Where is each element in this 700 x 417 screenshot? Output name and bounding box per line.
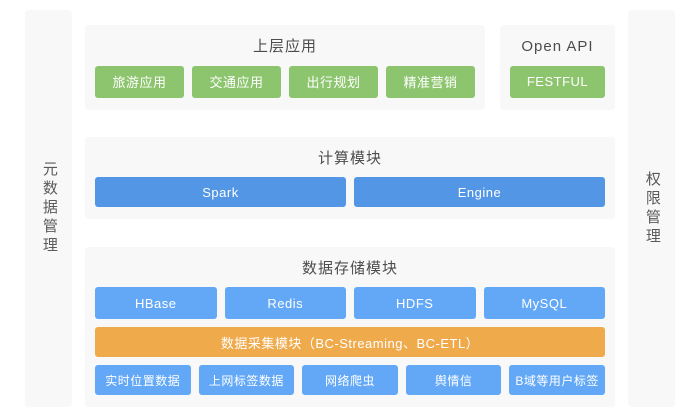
storage-panel-title: 数据存储模块 bbox=[301, 259, 398, 277]
storage-tile-hbase[interactable]: HBase bbox=[95, 287, 217, 319]
collection-bar-row: 数据采集模块（BC-Streaming、BC-ETL） bbox=[95, 327, 605, 357]
storage-tile-hdfs-label: HDFS bbox=[396, 295, 434, 311]
right-sidebar-label: 权限管理 bbox=[643, 170, 661, 247]
source-tile-public-opinion-label: 舆情信 bbox=[434, 373, 473, 388]
applications-panel-title: 上层应用 bbox=[252, 38, 317, 55]
open-api-panel-title: Open API bbox=[521, 38, 594, 55]
open-api-tile-row: FESTFUL bbox=[510, 65, 605, 98]
source-tile-web-tag-data[interactable]: 上网标签数据 bbox=[198, 365, 295, 395]
app-tile-precision-marketing[interactable]: 精准营销 bbox=[386, 65, 475, 98]
open-api-panel: Open API FESTFUL bbox=[500, 25, 615, 110]
source-tile-b-domain-user-tags[interactable]: B域等用户标签 bbox=[509, 365, 605, 395]
api-tile-festful-label: FESTFUL bbox=[526, 74, 589, 89]
applications-tile-row: 旅游应用 交通应用 出行规划 精准营销 bbox=[95, 65, 475, 98]
app-tile-tourism[interactable]: 旅游应用 bbox=[95, 65, 184, 98]
storage-tile-hbase-label: HBase bbox=[134, 295, 177, 311]
left-sidebar-label: 元数据管理 bbox=[40, 161, 58, 256]
data-collection-module-bar[interactable]: 数据采集模块（BC-Streaming、BC-ETL） bbox=[95, 327, 605, 357]
compute-panel: 计算模块 Spark Engine bbox=[85, 136, 615, 220]
app-tile-tourism-label: 旅游应用 bbox=[112, 75, 167, 90]
storage-panel: 数据存储模块 HBase Redis HDFS MySQL 数据采集模块（BC-… bbox=[85, 246, 615, 407]
compute-tile-engine-label: Engine bbox=[457, 184, 502, 200]
main-column: 上层应用 旅游应用 交通应用 出行规划 精准营销 bbox=[85, 10, 615, 407]
source-tile-web-crawler-label: 网络爬虫 bbox=[324, 373, 375, 388]
storage-tile-redis[interactable]: Redis bbox=[224, 287, 346, 319]
source-tile-public-opinion[interactable]: 舆情信 bbox=[405, 365, 502, 395]
data-collection-module-label: 数据采集模块（BC-Streaming、BC-ETL） bbox=[220, 335, 480, 351]
storage-tile-mysql[interactable]: MySQL bbox=[483, 287, 605, 319]
source-tile-web-crawler[interactable]: 网络爬虫 bbox=[302, 365, 398, 395]
right-sidebar-permission-management: 权限管理 bbox=[628, 10, 675, 407]
storage-tile-hdfs[interactable]: HDFS bbox=[354, 287, 476, 319]
source-tile-realtime-location-label: 实时位置数据 bbox=[105, 373, 181, 388]
app-tile-transport-label: 交通应用 bbox=[209, 75, 264, 90]
app-tile-transport[interactable]: 交通应用 bbox=[192, 65, 281, 98]
compute-panel-title: 计算模块 bbox=[317, 149, 382, 167]
app-tile-travel-planning[interactable]: 出行规划 bbox=[289, 65, 378, 98]
source-tile-row: 实时位置数据 上网标签数据 网络爬虫 舆情信 B域等用户标签 bbox=[95, 365, 605, 395]
applications-panel: 上层应用 旅游应用 交通应用 出行规划 精准营销 bbox=[85, 25, 485, 110]
compute-tile-row: Spark Engine bbox=[95, 177, 605, 208]
top-row: 上层应用 旅游应用 交通应用 出行规划 精准营销 bbox=[85, 25, 615, 110]
compute-tile-spark[interactable]: Spark bbox=[95, 177, 346, 208]
left-sidebar-metadata-management: 元数据管理 bbox=[25, 10, 72, 407]
compute-tile-spark-label: Spark bbox=[202, 184, 239, 200]
storage-tile-mysql-label: MySQL bbox=[521, 295, 568, 311]
compute-tile-engine[interactable]: Engine bbox=[354, 177, 605, 208]
storage-tile-redis-label: Redis bbox=[267, 295, 304, 311]
app-tile-precision-marketing-label: 精准营销 bbox=[403, 75, 458, 90]
source-tile-b-domain-user-tags-label: B域等用户标签 bbox=[515, 373, 599, 388]
app-tile-travel-planning-label: 出行规划 bbox=[306, 75, 361, 90]
source-tile-web-tag-data-label: 上网标签数据 bbox=[208, 373, 284, 388]
storage-tile-row: HBase Redis HDFS MySQL bbox=[95, 287, 605, 319]
source-tile-realtime-location[interactable]: 实时位置数据 bbox=[95, 365, 191, 395]
api-tile-festful[interactable]: FESTFUL bbox=[510, 65, 605, 98]
